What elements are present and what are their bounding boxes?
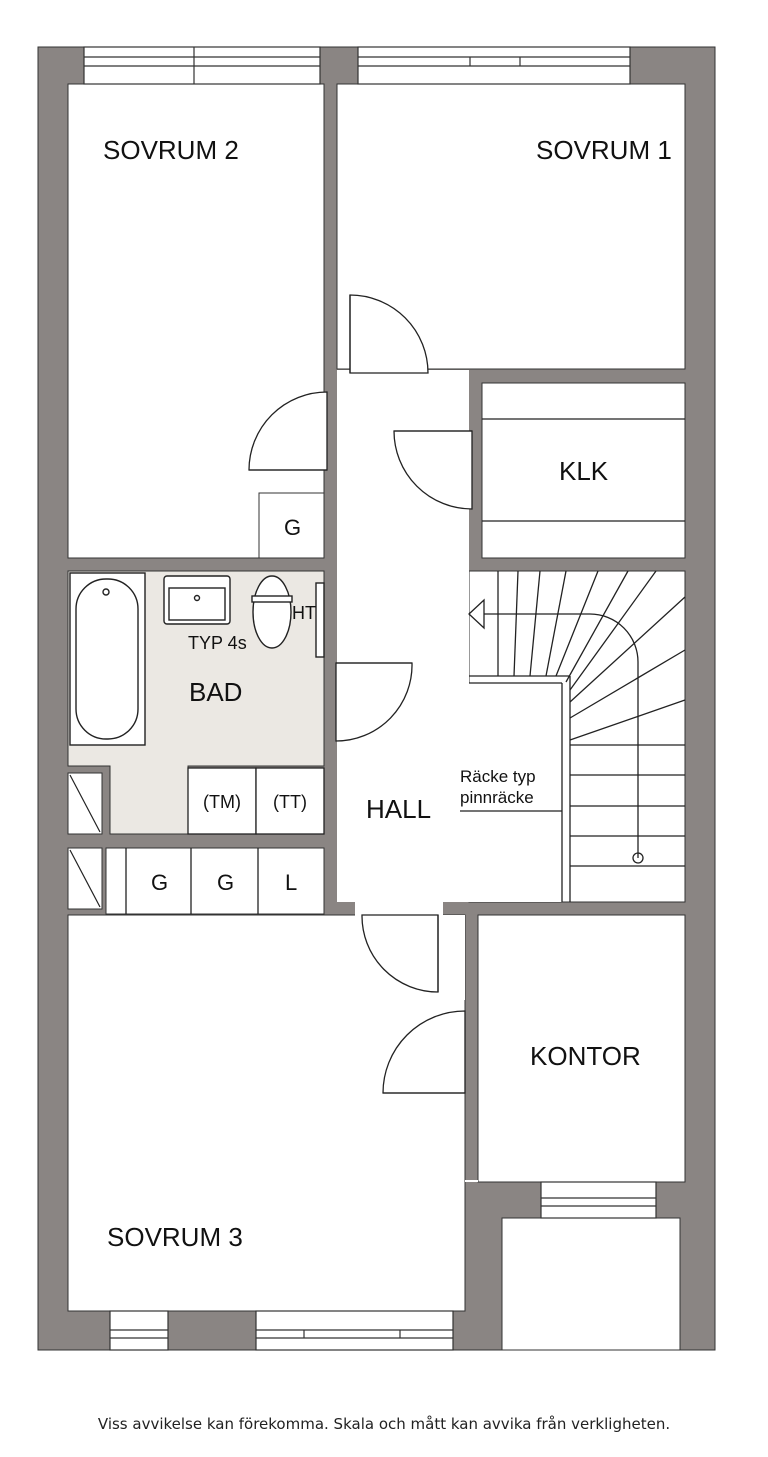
label-sovrum2: SOVRUM 2 [103, 135, 239, 165]
wardrobe-row [105, 847, 325, 915]
label-ht: HT [292, 603, 316, 623]
label-sovrum1: SOVRUM 1 [536, 135, 672, 165]
label-tt: (TT) [273, 792, 307, 812]
kontor-floor [477, 914, 686, 1183]
label-g1: G [151, 870, 168, 895]
label-g-upper: G [284, 515, 301, 540]
room-floors [67, 83, 686, 1351]
disclaimer-text: Viss avvikelse kan förekomma. Skala och … [97, 1415, 671, 1433]
label-sovrum3: SOVRUM 3 [107, 1222, 243, 1252]
sovrum2-floor [67, 83, 325, 559]
floor-plan: SOVRUM 2 SOVRUM 1 KLK G HT TYP 4s BAD Rä… [37, 46, 716, 1351]
bath-fixtures [69, 572, 325, 746]
klk-floor [481, 382, 686, 559]
label-kontor: KONTOR [530, 1041, 641, 1071]
balcony-floor [501, 1217, 681, 1351]
doors [248, 294, 473, 1094]
klk-shelves [482, 418, 685, 522]
label-g2: G [217, 870, 234, 895]
staircase [460, 570, 686, 902]
label-railing-1: Räcke typ [460, 767, 536, 786]
hall-floor-b [337, 370, 562, 902]
windows [83, 46, 657, 1351]
label-tm: (TM) [203, 792, 241, 812]
shaft-hatching [69, 774, 101, 908]
label-bad: BAD [189, 677, 242, 707]
closet-g-upper [258, 492, 325, 559]
label-railing-2: pinnräcke [460, 788, 534, 807]
label-typ: TYP 4s [188, 633, 247, 653]
appliance-boxes [125, 767, 325, 914]
label-l: L [285, 870, 297, 895]
label-klk: KLK [559, 456, 609, 486]
label-hall: HALL [366, 794, 431, 824]
